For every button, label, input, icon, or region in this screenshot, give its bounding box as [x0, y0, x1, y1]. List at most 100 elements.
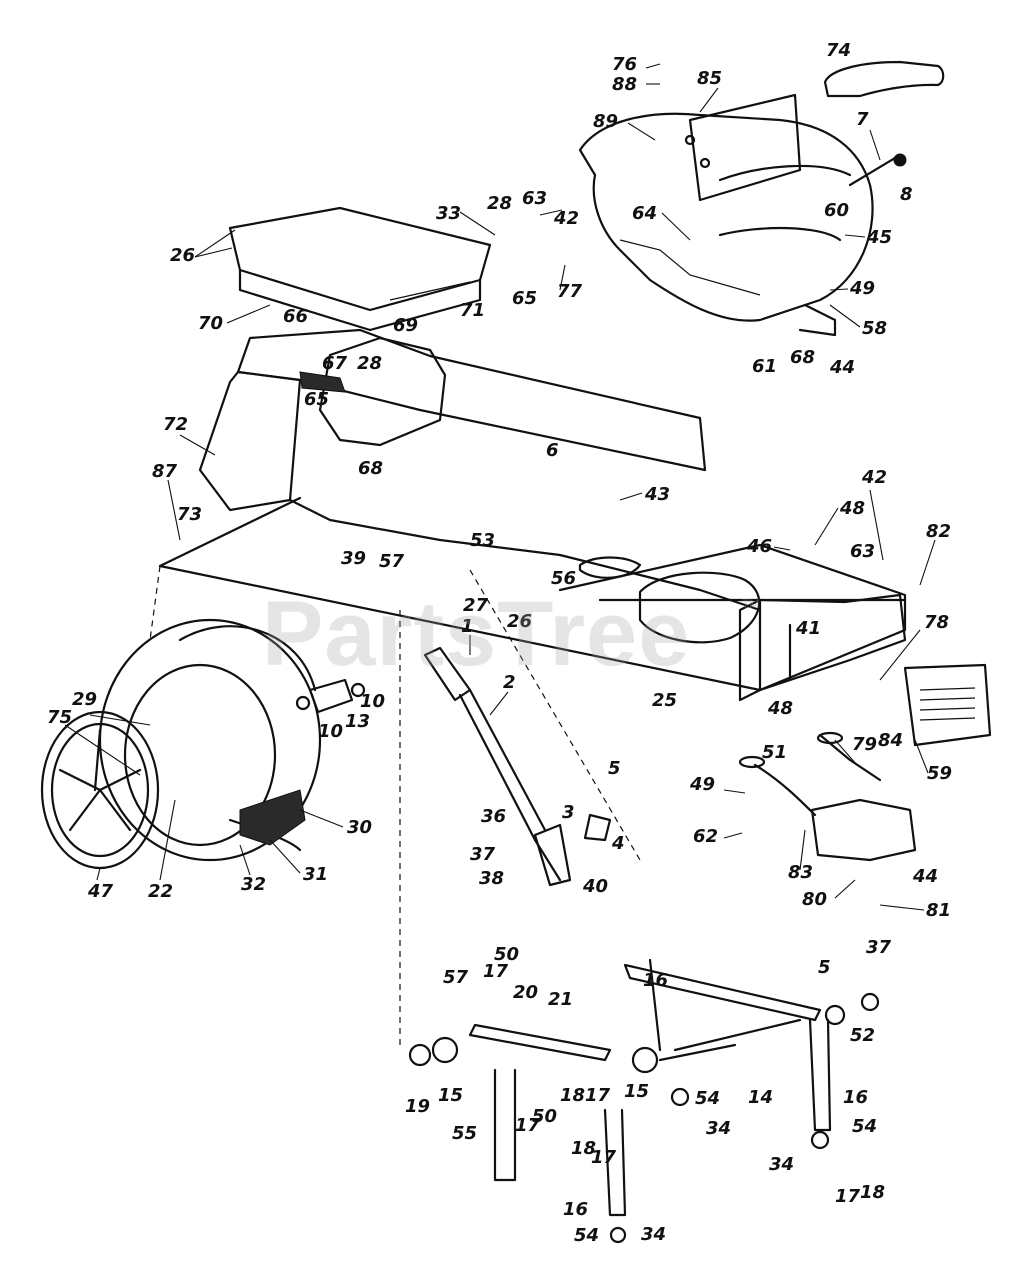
callout-58: 58	[862, 318, 887, 339]
rear-wheel	[40, 618, 366, 870]
callout-72: 72	[163, 414, 188, 435]
watermark-tm: TM	[742, 597, 760, 611]
callout-16a: 16	[643, 970, 668, 991]
callout-15b: 15	[624, 1081, 649, 1102]
callout-17d: 17	[591, 1147, 617, 1168]
callout-20: 20	[513, 982, 538, 1003]
callout-71: 71	[460, 300, 485, 321]
callout-7: 7	[856, 109, 869, 130]
callout-5b: 5	[818, 957, 831, 978]
callout-36: 36	[481, 806, 506, 827]
callout-49b: 49	[689, 774, 715, 795]
callout-83: 83	[788, 862, 813, 883]
callout-69: 69	[393, 315, 418, 336]
callout-49a: 49	[849, 278, 875, 299]
callout-50b: 50	[532, 1106, 557, 1127]
callout-42b: 42	[861, 467, 887, 488]
callout-79: 79	[852, 734, 877, 755]
callout-48a: 48	[839, 498, 865, 519]
callout-68a: 68	[790, 347, 815, 368]
callout-85: 85	[697, 68, 722, 89]
callouts: 1 2 3 4 5 6 7 8 10 10 13 14 15 15 16 16 …	[47, 40, 952, 1246]
callout-45: 45	[866, 227, 892, 248]
callout-29: 29	[72, 689, 97, 710]
seat-pan-71	[228, 206, 492, 332]
callout-13: 13	[345, 711, 370, 732]
callout-70: 70	[198, 313, 223, 334]
callout-84: 84	[878, 730, 903, 751]
callout-4: 4	[611, 833, 625, 854]
callout-54b: 54	[852, 1116, 877, 1137]
callout-5: 5	[608, 758, 621, 779]
callout-76: 76	[612, 54, 637, 75]
callout-47: 47	[87, 881, 114, 902]
callout-52: 52	[850, 1025, 875, 1046]
lift-linkage	[408, 958, 880, 1244]
callout-2: 2	[503, 672, 516, 693]
callout-64: 64	[632, 203, 657, 224]
callout-19: 19	[405, 1096, 430, 1117]
callout-48b: 48	[767, 698, 793, 719]
callout-81: 81	[926, 900, 951, 921]
callout-37a: 37	[470, 844, 496, 865]
muffler-44	[738, 731, 917, 862]
callout-16b: 16	[843, 1087, 868, 1108]
callout-32: 32	[241, 874, 266, 895]
callout-57a: 57	[379, 551, 405, 572]
callout-18c: 18	[860, 1182, 885, 1203]
callout-17b: 17	[585, 1085, 611, 1106]
callout-53: 53	[470, 530, 495, 551]
callout-67: 67	[322, 353, 348, 374]
callout-88: 88	[612, 74, 637, 95]
callout-54a: 54	[695, 1088, 720, 1109]
callout-63b: 63	[850, 541, 875, 562]
callout-40: 40	[582, 876, 608, 897]
callout-1: 1	[461, 616, 474, 637]
callout-61: 61	[752, 356, 777, 377]
callout-27: 27	[463, 595, 489, 616]
callout-65b: 65	[304, 389, 329, 410]
callout-44b: 44	[912, 866, 938, 887]
callout-62: 62	[693, 826, 718, 847]
callout-60: 60	[824, 200, 849, 221]
callout-82: 82	[926, 521, 951, 542]
callout-10b: 10	[318, 721, 343, 742]
callout-44a: 44	[829, 357, 855, 378]
callout-75: 75	[47, 707, 72, 728]
callout-65a: 65	[512, 288, 537, 309]
pin-7	[848, 156, 897, 187]
callout-42a: 42	[553, 208, 579, 229]
callout-34c: 34	[641, 1224, 666, 1245]
callout-77: 77	[557, 281, 583, 302]
callout-37b: 37	[866, 937, 892, 958]
callout-54c: 54	[574, 1225, 599, 1246]
cap-74	[823, 60, 945, 98]
callout-51: 51	[762, 742, 787, 763]
main-frame	[149, 328, 907, 1050]
callout-17e: 17	[835, 1186, 861, 1207]
callout-18a: 18	[560, 1085, 585, 1106]
grille-59	[903, 663, 992, 747]
callout-10a: 10	[360, 691, 385, 712]
callout-17c: 17	[515, 1115, 541, 1136]
callout-55: 55	[452, 1123, 477, 1144]
callout-17a: 17	[483, 961, 509, 982]
callout-38: 38	[479, 868, 504, 889]
callout-78: 78	[924, 612, 949, 633]
callout-21: 21	[548, 989, 573, 1010]
callout-56: 56	[551, 568, 576, 589]
callout-50a: 50	[494, 944, 519, 965]
callout-26b: 26	[507, 611, 532, 632]
callout-6: 6	[546, 440, 559, 461]
callout-80: 80	[802, 889, 827, 910]
callout-66: 66	[283, 306, 308, 327]
callout-22: 22	[148, 881, 173, 902]
callout-73: 73	[177, 504, 202, 525]
callout-33: 33	[436, 203, 461, 224]
brake-pedal-2	[423, 646, 612, 887]
callout-57b: 57	[443, 967, 469, 988]
callout-3: 3	[562, 802, 575, 823]
leader-lines	[64, 63, 936, 911]
